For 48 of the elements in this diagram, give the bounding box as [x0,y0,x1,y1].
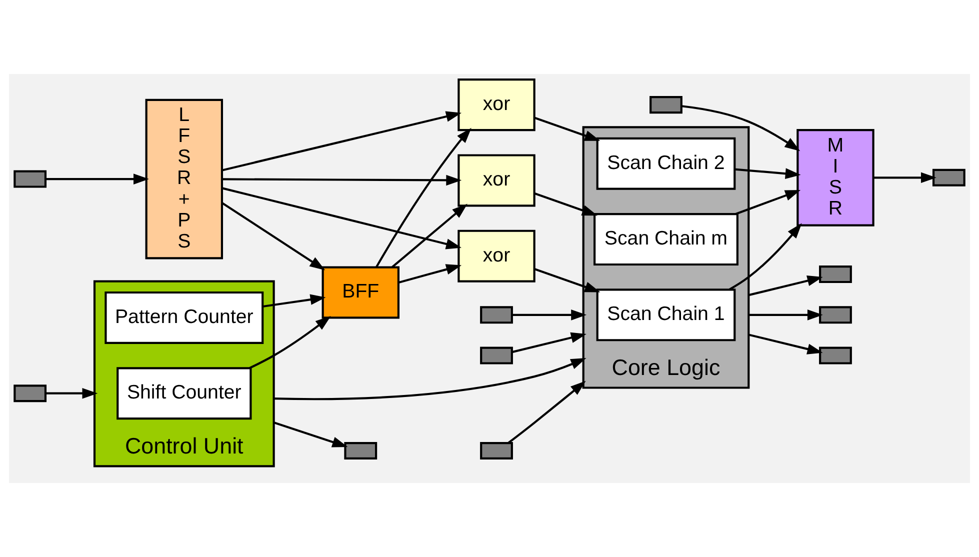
node-box [14,384,47,402]
arrow [46,174,149,184]
node-box: xor [458,154,536,207]
arrow [222,111,462,172]
node-box [819,346,852,364]
arrow [398,264,462,284]
arrow [748,310,823,320]
arrow [375,128,472,268]
arrow [392,204,468,268]
arrow [46,388,98,399]
node-box: Scan Chain 2 [596,137,736,190]
node-box: L F S R + P S [145,98,224,260]
arrow [222,202,326,270]
arrow [534,268,600,292]
node-box [932,168,966,186]
node-box [480,306,513,324]
arrow [734,168,801,179]
node-box: BFF [322,266,400,319]
arrow [273,422,348,448]
arrow [508,380,586,444]
arrow [534,192,598,216]
arrow [728,223,802,290]
node-box [480,346,513,364]
arrow [262,294,326,308]
node-box: Shift Counter [116,367,252,420]
arrow [748,334,823,354]
node-box: Scan Chain m [594,213,738,266]
arrow [222,174,462,186]
arrow [682,105,800,152]
arrow [222,187,462,250]
node-box: xor [458,230,536,282]
node-box [819,266,852,284]
node-box [14,170,47,188]
arrow [534,116,600,141]
node-box [344,442,378,460]
arrow [874,172,936,184]
arrow [512,332,586,354]
arrow [249,316,331,369]
arrow [512,310,587,320]
node-box [819,306,852,324]
node-box: Scan Chain 1 [596,288,736,342]
node-box: xor [458,78,536,132]
node-box [650,96,682,114]
arrow [748,275,823,296]
node-box: Pattern Counter [104,291,264,344]
arrow [274,358,586,400]
node-box: M I S R [796,128,874,226]
node-box [480,442,513,460]
